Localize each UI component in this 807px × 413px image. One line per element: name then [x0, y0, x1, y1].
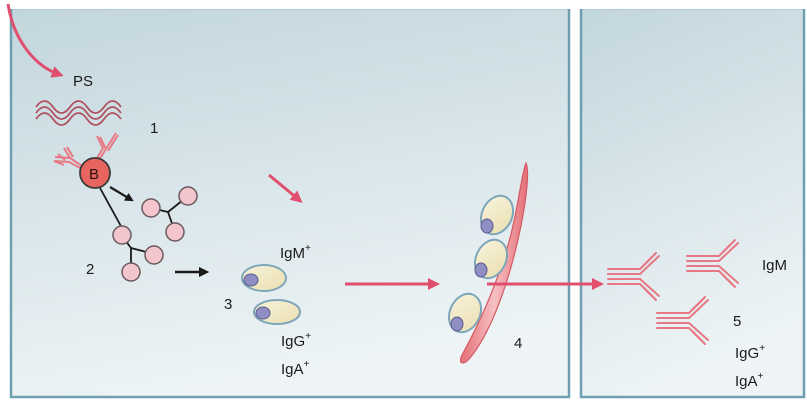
- iga-surface-label: IgA+: [281, 359, 310, 378]
- cell-nucleus: [480, 218, 494, 234]
- b-cell-receptors: [53, 132, 119, 170]
- plasma-cells-step4: [447, 194, 515, 334]
- top-border-mask: [0, 0, 807, 9]
- incoming-arrow: [6, 3, 64, 78]
- daughter-cell: [165, 222, 185, 242]
- daughter-cell: [178, 186, 198, 206]
- antibody: [656, 296, 709, 345]
- antigen-wave: [35, 100, 122, 126]
- ps-label: PS: [73, 73, 93, 90]
- step-5-label: 5: [733, 313, 741, 330]
- igm-surface-label: IgM+: [280, 243, 311, 262]
- daughter-cells: [112, 186, 198, 282]
- igg-secreted-label: IgG+: [735, 343, 765, 362]
- daughter-cell: [121, 262, 141, 282]
- antibody: [607, 252, 660, 301]
- plasma-cells-step3: [241, 264, 301, 325]
- right-panel: [579, 6, 806, 399]
- cell-nucleus: [243, 273, 259, 287]
- antibody: [686, 239, 739, 288]
- iga-secreted-label: IgA+: [735, 371, 764, 390]
- step-1-label: 1: [150, 120, 158, 137]
- migration-arrow: [268, 173, 303, 203]
- b-cell: [79, 157, 111, 189]
- cell-nucleus: [474, 262, 488, 278]
- b-cell-letter: B: [89, 166, 99, 183]
- step-3-label: 3: [224, 296, 232, 313]
- proliferation-arrow: [109, 186, 134, 202]
- daughter-cell: [112, 225, 132, 245]
- cell-nucleus: [450, 316, 464, 332]
- step-4-label: 4: [514, 335, 522, 352]
- cell-nucleus: [255, 306, 271, 320]
- igg-surface-label: IgG+: [281, 331, 311, 350]
- step-2-label: 2: [86, 261, 94, 278]
- igm-secreted-label: IgM: [762, 257, 787, 274]
- stroma-fiber: [459, 161, 529, 364]
- daughter-cell: [144, 245, 164, 265]
- daughter-cell: [141, 198, 161, 218]
